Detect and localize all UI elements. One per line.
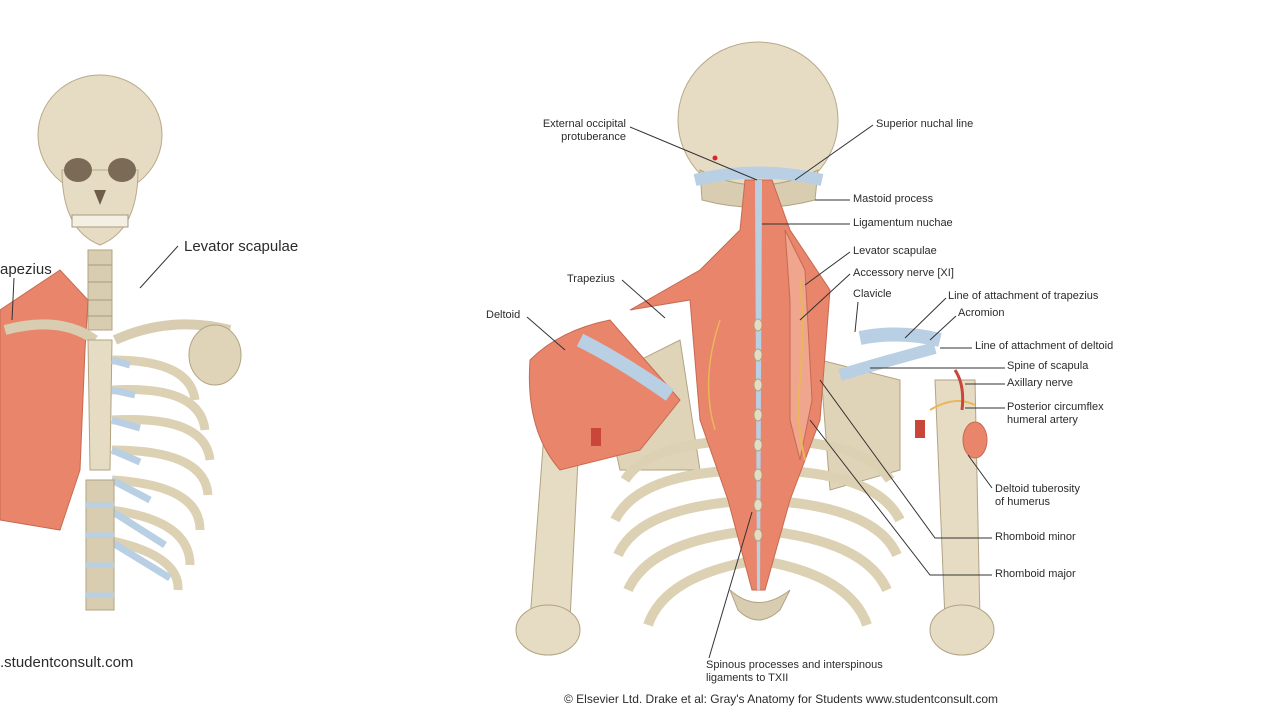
label-acromion: Acromion	[958, 307, 1005, 319]
left-anterior-figure	[0, 74, 242, 611]
label-deltoid: Deltoid	[486, 309, 521, 321]
label-trapezius-left: apezius	[0, 261, 52, 278]
label-deltoid-tuberosity: Deltoid tuberosity of humerus	[995, 483, 1080, 508]
label-spinous-processes: Spinous processes and interspinous ligam…	[706, 659, 883, 684]
label-rhomboid-major: Rhomboid major	[995, 568, 1076, 580]
label-attachment-deltoid: Line of attachment of deltoid	[975, 340, 1114, 352]
label-levator-scapulae-left: Levator scapulae	[184, 238, 299, 255]
credit-right: © Elsevier Ltd. Drake et al: Gray's Anat…	[564, 692, 998, 706]
label-attachment-trapezius: Line of attachment of trapezius	[948, 290, 1099, 302]
label-posterior-circumflex-humeral-artery: Posterior circumflex humeral artery	[1007, 401, 1104, 426]
right-posterior-figure	[515, 41, 1005, 659]
label-trapezius: Trapezius	[567, 273, 615, 285]
label-mastoid-process: Mastoid process	[853, 193, 934, 205]
label-clavicle: Clavicle	[853, 288, 892, 300]
label-superior-nuchal-line: Superior nuchal line	[876, 118, 974, 130]
label-rhomboid-minor: Rhomboid minor	[995, 531, 1076, 543]
label-ligamentum-nuchae: Ligamentum nuchae	[853, 217, 953, 229]
label-accessory-nerve: Accessory nerve [XI]	[853, 267, 954, 279]
label-spine-of-scapula: Spine of scapula	[1007, 360, 1089, 372]
label-levator-scapulae: Levator scapulae	[853, 245, 937, 257]
credit-left: .studentconsult.com	[0, 654, 134, 671]
label-axillary-nerve: Axillary nerve	[1007, 377, 1074, 389]
label-external-occipital-protuberance: External occipital protuberance	[542, 118, 626, 143]
